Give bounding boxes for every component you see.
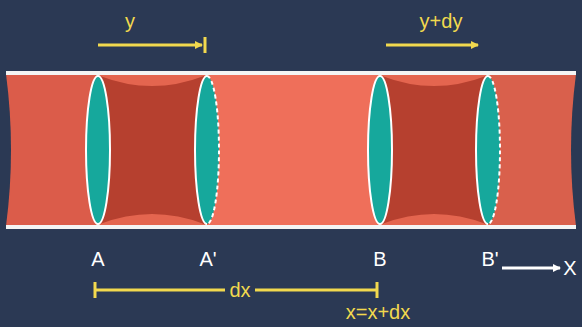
text-label: A xyxy=(91,248,104,270)
text-label: x=x+dx xyxy=(346,301,410,323)
text-label: y+dy xyxy=(420,10,463,32)
text-label: X xyxy=(563,257,576,279)
text-label: dx xyxy=(225,279,254,301)
text-label: y xyxy=(125,10,135,32)
text-label: A' xyxy=(199,248,216,270)
text-label: B' xyxy=(481,248,498,270)
text-label: B xyxy=(373,248,386,270)
